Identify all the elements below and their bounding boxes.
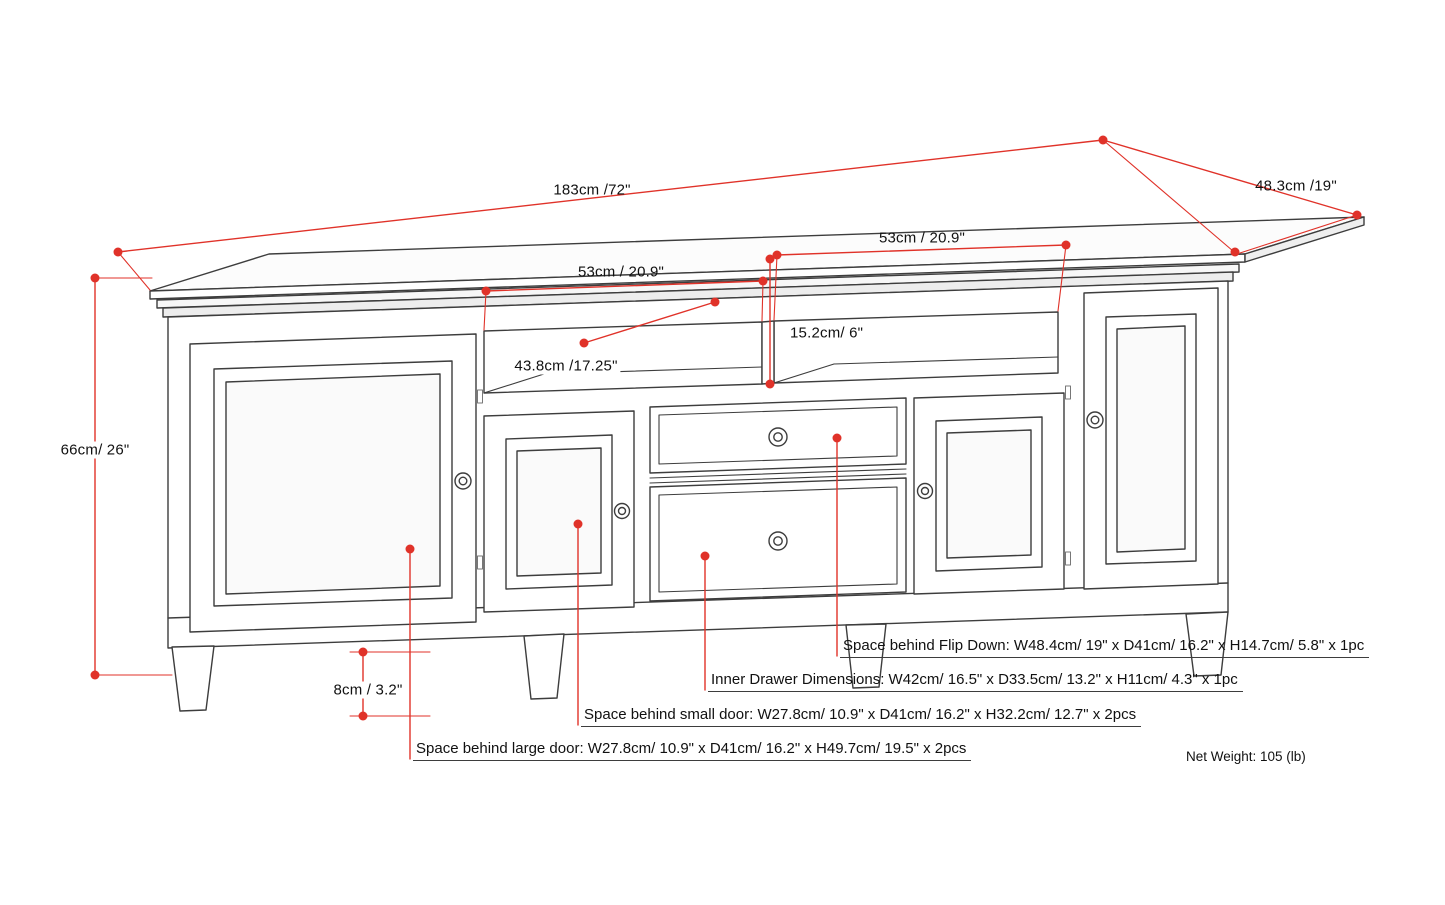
- label-top-depth: 48.3cm /19": [1255, 177, 1337, 195]
- leg-far-right: [1185, 611, 1229, 677]
- right-large-door: [1083, 287, 1219, 590]
- left-large-door-knob: [454, 472, 472, 490]
- legs: [171, 611, 1229, 712]
- dim-left-shelf-line: [485, 280, 764, 292]
- annotation-inner-drawer: Inner Drawer Dimensions: W42cm/ 16.5" x …: [708, 671, 1243, 692]
- label-leg-height: 8cm / 3.2": [330, 681, 406, 699]
- flip-down-knob: [768, 427, 788, 447]
- leg-mid-right: [845, 623, 887, 689]
- small-right-door-knob: [916, 482, 934, 500]
- dim-top-width-line: [117, 139, 1104, 253]
- dimension-dots: [90, 135, 1362, 721]
- hinge-marks: [477, 385, 1071, 570]
- net-weight-text: Net Weight: 105 (lb): [1186, 749, 1306, 764]
- label-left-shelf-width: 53cm / 20.9": [577, 263, 665, 281]
- small-right-door: [913, 392, 1065, 595]
- small-left-door-knob: [613, 502, 631, 520]
- left-large-door: [189, 333, 477, 633]
- top-board: [149, 216, 1365, 318]
- right-large-door-knob: [1086, 411, 1104, 429]
- leg-mid-left: [523, 633, 565, 700]
- center-rail: [649, 468, 907, 484]
- leg-far-left: [171, 645, 215, 712]
- annotation-flip-down: Space behind Flip Down: W48.4cm/ 19" x D…: [840, 637, 1370, 658]
- dimension-lines: [94, 139, 1358, 760]
- dim-shelf-depth-line: [583, 301, 716, 344]
- small-left-door: [483, 410, 635, 613]
- right-shelf-opening: [773, 311, 1059, 384]
- label-top-width: 183cm /72": [553, 181, 631, 199]
- label-shelf-opening-height: 15.2cm/ 6": [787, 324, 867, 342]
- flip-down-front: [649, 397, 907, 474]
- dim-top-depth-line: [1102, 139, 1358, 216]
- tv-stand-drawing: [149, 216, 1365, 712]
- annotation-small-door: Space behind small door: W27.8cm/ 10.9" …: [581, 706, 1142, 727]
- shelf-divider: [761, 320, 775, 385]
- open-shelves: [483, 311, 1059, 394]
- dim-right-shelf-line: [776, 244, 1067, 256]
- label-right-shelf-width: 53cm / 20.9": [878, 229, 966, 247]
- label-overall-height: 66cm/ 26": [57, 441, 133, 459]
- bottom-drawer-knob: [768, 531, 788, 551]
- annotation-large-door: Space behind large door: W27.8cm/ 10.9" …: [413, 740, 972, 761]
- bottom-drawer-front: [649, 477, 907, 602]
- label-shelf-depth: 43.8cm /17.25": [511, 357, 621, 375]
